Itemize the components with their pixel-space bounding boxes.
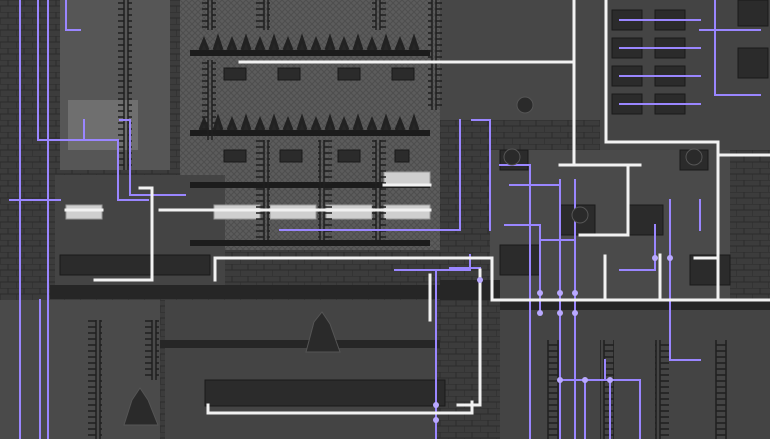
room-center-bottom: [165, 300, 435, 439]
farm-shelves: [50, 50, 770, 348]
farm-machines: [223, 67, 415, 163]
gas-pump-icon[interactable]: [503, 96, 703, 224]
geyser-icon[interactable]: [123, 311, 341, 426]
room-right-bottom: [500, 310, 770, 439]
power-wires: [64, 0, 770, 415]
wire-junctions: [433, 255, 673, 423]
ladder-icon[interactable]: [88, 0, 729, 439]
automation-wires: [9, 0, 761, 439]
planter-icon: [198, 33, 420, 131]
